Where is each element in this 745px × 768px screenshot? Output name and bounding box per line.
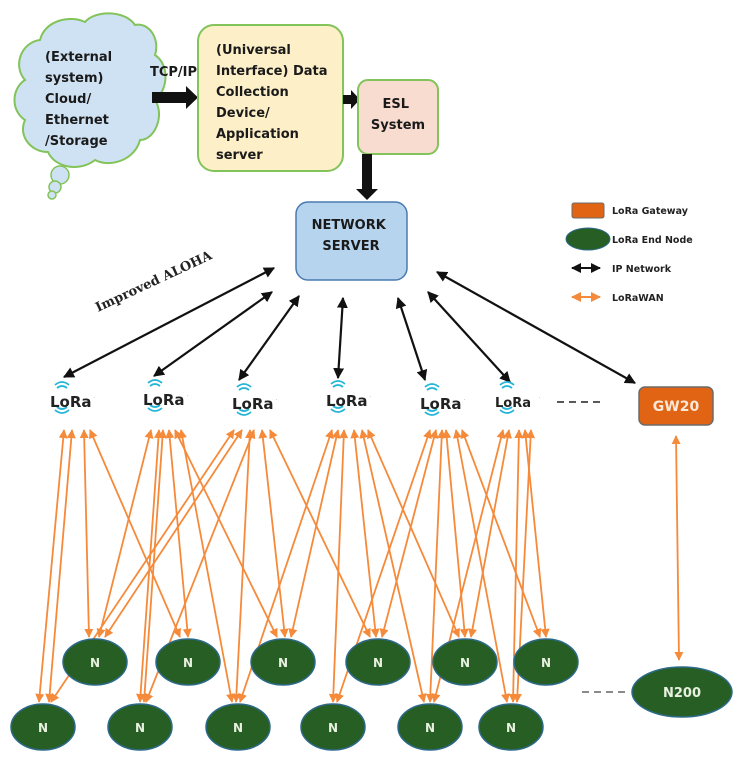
end-node-label: N (90, 656, 100, 670)
gateway-gw20-label: GW20 (653, 399, 700, 415)
wifi-signal-icon (236, 383, 252, 416)
tcp-ip-label: TCP/IP (150, 65, 197, 80)
cloud-bubble (47, 190, 57, 200)
gateway-gw20[interactable]: GW20 (638, 386, 714, 426)
trademark-mark: . (187, 392, 188, 397)
lorawan-link (367, 429, 460, 638)
legend-item-lora-end-node: LoRa End Node (565, 227, 693, 251)
dc-to-esl-arrow (343, 90, 360, 109)
legend-item-lora-gateway: LoRa Gateway (571, 202, 689, 219)
trademark-mark: . (370, 393, 371, 398)
lora-gateway[interactable]: LoRa. (495, 381, 540, 414)
end-node[interactable]: N (513, 638, 579, 686)
network-server-label: NETWORK SERVER (312, 218, 391, 254)
end-node[interactable]: N (478, 703, 544, 751)
end-node-label: N (278, 656, 288, 670)
lorawan-link (165, 429, 192, 638)
svg-text:LoRa Gateway: LoRa Gateway (612, 206, 689, 217)
lorawan-link (350, 429, 380, 638)
legend-item-lorawan: LoRaWAN (571, 292, 664, 304)
lora-gateway[interactable]: LoRa. (50, 381, 95, 414)
wifi-signal-icon (54, 381, 70, 414)
lora-gateway[interactable]: LoRa. (420, 383, 465, 416)
legend: LoRa Gateway LoRa End Node IP Network Lo… (565, 202, 693, 304)
end-nodes: N N N N N N N N N N N N (10, 638, 579, 751)
lora-gateway-label: LoRa (50, 393, 92, 411)
end-node-n200-label: N200 (663, 686, 701, 701)
legend-item-ip-network: IP Network (571, 263, 672, 275)
lora-gateway-label: LoRa (326, 392, 368, 410)
lorawan-link (468, 429, 512, 638)
lorawan-link-gw20-n200 (671, 435, 684, 661)
end-node[interactable]: N (397, 703, 463, 751)
lora-gateway-label: LoRa (495, 396, 531, 411)
trademark-mark: . (276, 396, 277, 401)
wifi-signal-icon (330, 380, 346, 413)
lorawan-link (269, 429, 371, 638)
ip-link (395, 296, 428, 382)
end-node-label: N (460, 656, 470, 670)
lorawan-link (89, 429, 181, 638)
lora-gateway-label: LoRa (420, 395, 462, 413)
ip-link (436, 271, 636, 384)
lorawan-link (328, 429, 349, 703)
wifi-signal-icon (147, 379, 163, 412)
lorawan-link (174, 429, 278, 638)
end-node[interactable]: N (205, 703, 271, 751)
wifi-signal-icon (424, 383, 440, 416)
lora-gateway[interactable]: LoRa. (326, 380, 371, 413)
esl-to-ns-arrow (356, 154, 378, 200)
end-node[interactable]: N (10, 703, 76, 751)
trademark-mark: . (464, 396, 465, 401)
end-node-label: N (328, 721, 338, 735)
ip-link (238, 295, 300, 381)
data-collection-device-box: (Universal Interface) Data Collection De… (197, 24, 344, 172)
end-node-label: N (425, 721, 435, 735)
ip-network-links (63, 267, 636, 384)
end-node-label: N (183, 656, 193, 670)
improved-aloha-label: Improved ALOHA (93, 248, 215, 316)
end-node-n200[interactable]: N200 (631, 666, 733, 718)
esl-system-label: ESL System (371, 97, 425, 133)
data-collection-label: (Universal Interface) Data Collection De… (216, 43, 332, 163)
lorawan-link (79, 429, 94, 638)
end-node-label: N (541, 656, 551, 670)
lora-gateway[interactable]: LoRa. (232, 383, 277, 416)
lorawan-link (258, 429, 289, 638)
end-node[interactable]: N (155, 638, 221, 686)
end-node[interactable]: N (345, 638, 411, 686)
end-node-label: N (38, 721, 48, 735)
lorawan-link (288, 429, 341, 638)
end-node-label: N (506, 721, 516, 735)
lora-gateway[interactable]: LoRa. (143, 379, 188, 412)
wifi-signal-icon (499, 381, 515, 414)
end-node-label: N (373, 656, 383, 670)
end-node[interactable]: N (107, 703, 173, 751)
external-system-cloud: (External system) Cloud/ Ethernet /Stora… (13, 12, 167, 200)
end-node-label: N (233, 721, 243, 735)
tcp-ip-arrow (152, 86, 198, 109)
trademark-mark: . (94, 394, 95, 399)
end-node[interactable]: N (300, 703, 366, 751)
end-node[interactable]: N (432, 638, 498, 686)
end-node[interactable]: N (62, 638, 128, 686)
svg-text:IP Network: IP Network (612, 264, 672, 275)
cloud-shape (13, 12, 167, 168)
ip-link (153, 291, 273, 377)
svg-text:LoRaWAN: LoRaWAN (612, 293, 664, 304)
lora-gateways: LoRa.LoRa.LoRa.LoRa.LoRa.LoRa. (50, 379, 540, 416)
external-system-label: (External system) Cloud/ Ethernet /Stora… (45, 50, 117, 149)
ip-link (63, 267, 275, 378)
lorawan-link (379, 429, 439, 638)
end-node[interactable]: N (250, 638, 316, 686)
end-node-label: N (135, 721, 145, 735)
ip-link (333, 296, 348, 380)
network-server-box: NETWORK SERVER (295, 201, 408, 281)
lora-gateway-label: LoRa (143, 391, 185, 409)
esl-system-box: ESL System (357, 79, 439, 155)
svg-text:LoRa End Node: LoRa End Node (612, 235, 693, 246)
lora-gateway-label: LoRa (232, 395, 274, 413)
trademark-mark: . (539, 394, 540, 399)
